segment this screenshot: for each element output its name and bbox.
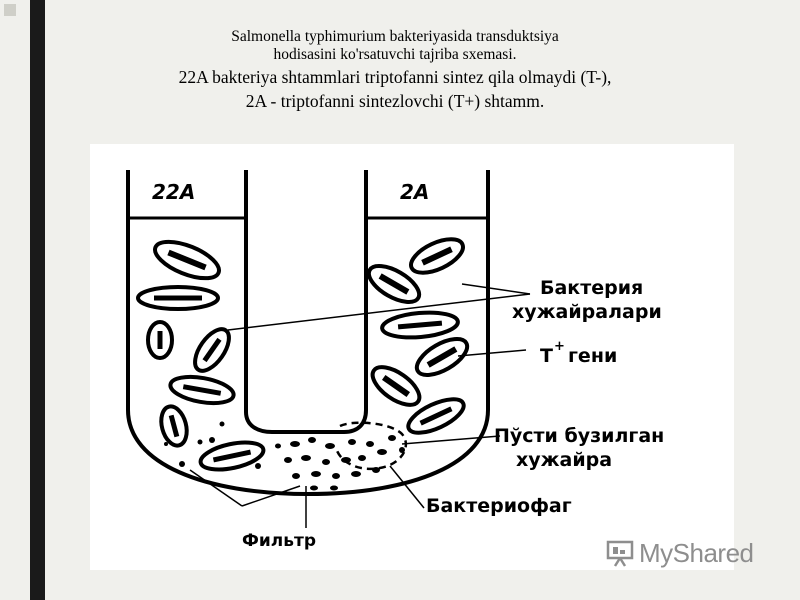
bacterium xyxy=(414,337,470,377)
label-bacteria-line2: хужайралари xyxy=(512,301,662,323)
watermark: MyShared xyxy=(605,536,754,570)
u-tube-outer xyxy=(126,170,490,497)
right-arm-label: 2A xyxy=(400,180,429,204)
label-gene-plus: + xyxy=(554,339,565,354)
bacterium xyxy=(380,310,460,340)
label-phage: Бактериофаг xyxy=(426,495,572,517)
bacterium xyxy=(366,264,422,304)
left-arm-label: 22A xyxy=(152,180,195,204)
corner-decoration xyxy=(4,4,16,16)
title-line-3: 22A bakteriya shtammlari triptofanni sin… xyxy=(178,67,612,87)
bacteriophage-particles xyxy=(164,421,405,491)
presentation-board-icon xyxy=(606,540,634,567)
title-line-1: Salmonella typhimurium bakteriyasida tra… xyxy=(231,28,559,45)
title-line-4: 2A - triptofanni sintezlovchi (T+) shtam… xyxy=(245,91,545,111)
bacterium xyxy=(406,397,466,435)
label-lysed-line2: хужайра xyxy=(516,449,612,471)
leader-lines xyxy=(189,283,531,528)
bacterium xyxy=(168,374,236,406)
bacterium xyxy=(153,239,221,281)
left-accent-bar xyxy=(30,0,45,600)
slide-title: Salmonella typhimurium bakteriyasida tra… xyxy=(50,28,740,112)
bacterium xyxy=(193,327,231,373)
label-gene-word: гени xyxy=(568,345,617,367)
label-gene-t: Т xyxy=(540,345,553,367)
transduction-diagram: 22A 2A xyxy=(90,144,734,570)
bacterium xyxy=(409,237,465,275)
bacterium xyxy=(370,365,422,407)
lysed-cell xyxy=(334,421,408,471)
title-line-2: hodisasini ko'rsatuvchi tajriba sxemasi. xyxy=(273,46,517,63)
bacterium xyxy=(136,285,220,311)
label-filter: Фильтр xyxy=(242,531,316,551)
label-lysed-line1: Пўсти бузилган xyxy=(494,425,664,447)
u-tube-inner xyxy=(244,170,368,434)
diagram-svg: 22A 2A xyxy=(126,170,664,551)
watermark-text: MyShared xyxy=(639,537,754,568)
bacterium xyxy=(146,320,174,360)
label-bacteria-line1: Бактерия xyxy=(540,277,643,299)
bacterium xyxy=(159,404,189,448)
bacterium xyxy=(198,440,266,472)
